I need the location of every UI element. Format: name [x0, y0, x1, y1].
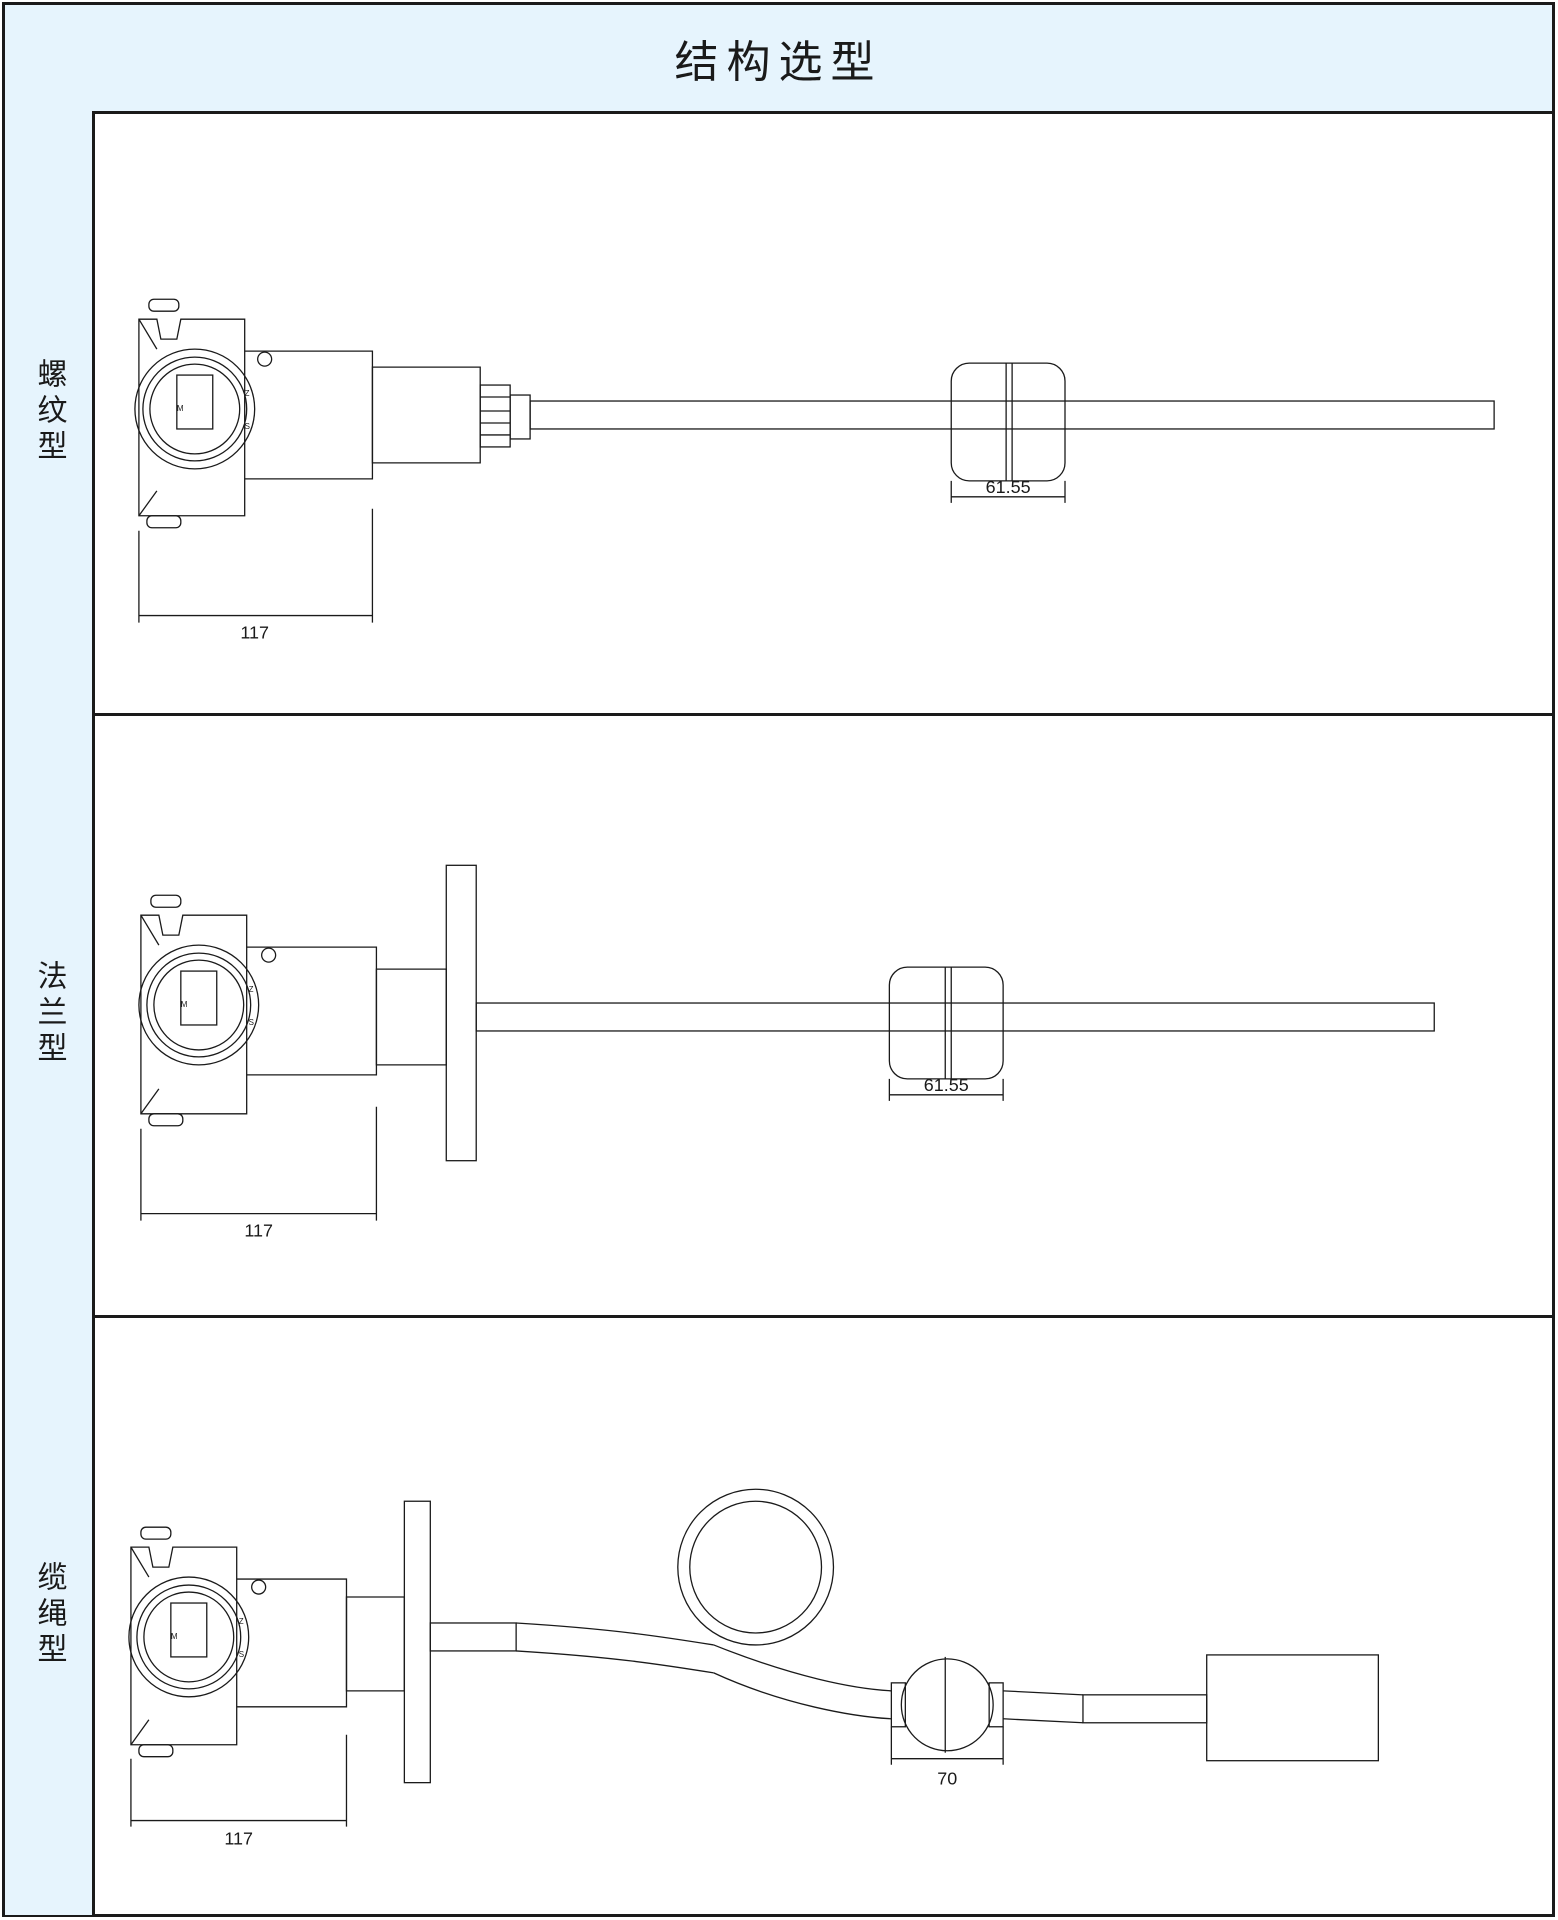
housing-dimension — [138, 508, 374, 623]
cable-rope — [516, 1488, 1208, 1724]
cable-type-drawing: M Z S — [95, 1315, 1552, 1915]
housing-dimension-label: 117 — [244, 1221, 273, 1241]
lcd-label-s: S — [249, 1018, 254, 1027]
row-label-cell: 缆绳型 — [5, 1315, 95, 1915]
float-ball — [888, 966, 1004, 1080]
float-dimension — [950, 480, 1066, 503]
float-ball — [950, 362, 1066, 482]
transmitter-housing — [128, 1526, 406, 1758]
row-flange: 法兰型 M Z S — [5, 713, 1552, 1318]
threaded-type-drawing: M Z S 61.55 — [95, 111, 1552, 713]
table-header: 结构选型 — [5, 5, 1552, 114]
housing-dimension — [140, 1106, 378, 1221]
lcd-label-s: S — [245, 422, 250, 431]
float-dimension — [888, 1078, 1004, 1101]
transmitter-housing — [138, 894, 447, 1127]
float-dimension-label: 70 — [937, 1769, 957, 1789]
counterweight — [1206, 1654, 1380, 1762]
lcd-label-m: M — [177, 404, 184, 413]
lcd-label-z: Z — [239, 1617, 244, 1626]
row-threaded: 螺纹型 M Z S — [5, 111, 1552, 716]
float-ball — [890, 1656, 1004, 1753]
page-title: 结构选型 — [674, 37, 883, 88]
transmitter-housing — [134, 298, 481, 529]
row-label: 法兰型 — [31, 960, 67, 1068]
row-label-cell: 螺纹型 — [5, 111, 95, 713]
row-label: 缆绳型 — [31, 1561, 67, 1669]
row-label-cell: 法兰型 — [5, 713, 95, 1315]
float-dimension — [890, 1726, 1004, 1765]
lcd-label-m: M — [171, 1632, 178, 1641]
guide-rod — [475, 1002, 1435, 1032]
float-dimension-label: 61.55 — [986, 477, 1031, 497]
cable-gland — [429, 1622, 517, 1652]
lcd-label-z: Z — [245, 389, 250, 398]
flange-type-drawing: M Z S 61.55 117 — [95, 713, 1552, 1315]
housing-dimension-label: 117 — [240, 623, 269, 643]
thread-connector — [479, 384, 531, 448]
float-dimension-label: 61.55 — [924, 1075, 969, 1095]
mounting-flange — [403, 1500, 431, 1784]
lcd-label-z: Z — [249, 985, 254, 994]
housing-dimension — [130, 1734, 348, 1827]
housing-dimension-label: 117 — [224, 1829, 253, 1849]
row-cable: 缆绳型 M Z S — [5, 1315, 1552, 1915]
lcd-label-s: S — [239, 1650, 244, 1659]
row-label: 螺纹型 — [31, 358, 67, 466]
mounting-flange — [445, 864, 477, 1162]
lcd-label-m: M — [181, 1000, 188, 1009]
